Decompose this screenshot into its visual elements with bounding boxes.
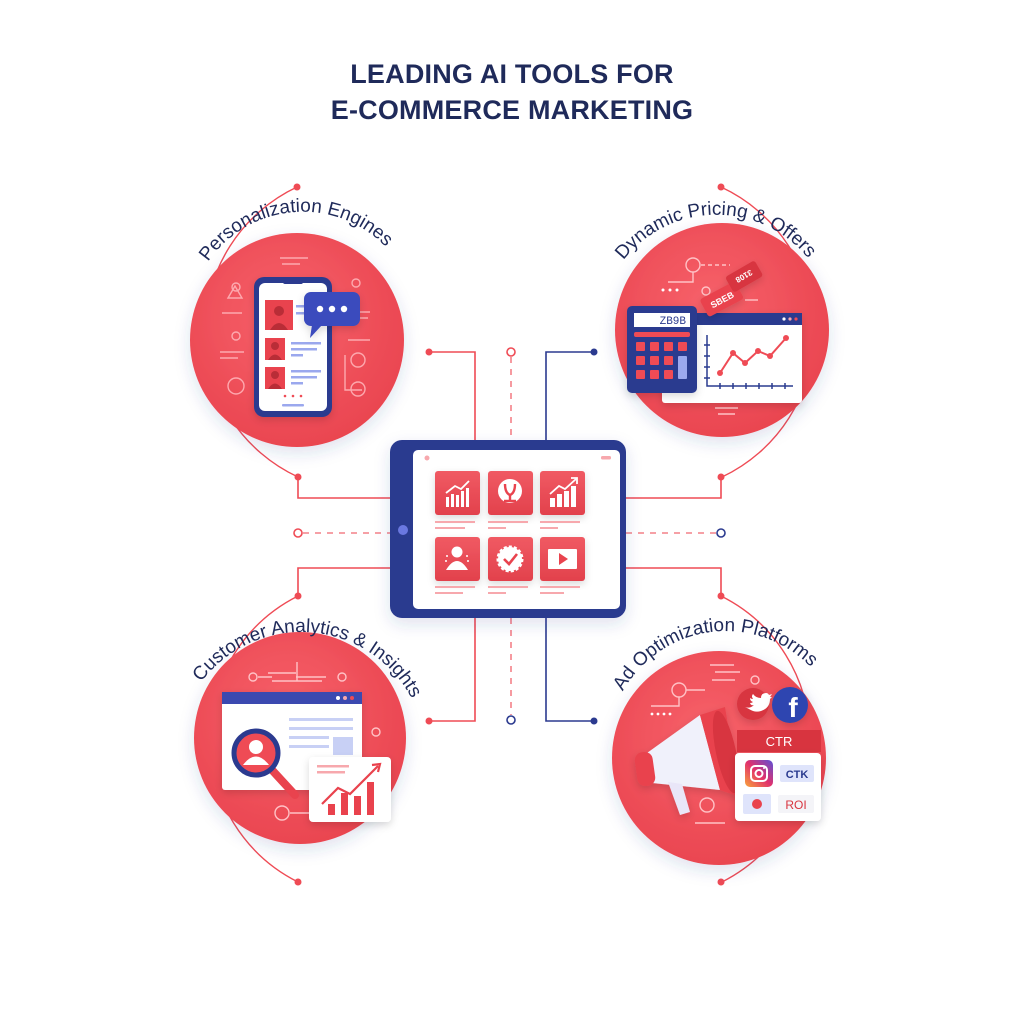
magnifier-user-icon — [231, 728, 299, 799]
svg-text:f: f — [788, 692, 798, 723]
price-tag-icon: SBEB 3108 — [700, 261, 763, 317]
hub-tile-verified[interactable] — [488, 537, 533, 594]
decor-lines — [248, 662, 381, 821]
hub-tile-user[interactable] — [435, 537, 480, 594]
hub-tile-bar-chart[interactable] — [435, 471, 480, 529]
bar-chart-icon — [446, 488, 469, 507]
chat-bubble-icon — [304, 292, 360, 338]
ctr-header: CTR — [737, 730, 821, 752]
title-line-1: LEADING AI TOOLS FOR — [350, 59, 674, 89]
megaphone-icon — [634, 707, 740, 815]
ctk-chip: CTK — [786, 769, 809, 781]
connector-lines — [293, 347, 726, 725]
hub-tile-video[interactable] — [540, 537, 585, 594]
twitter-icon — [737, 688, 772, 720]
location-pin-icon — [498, 479, 522, 503]
dots — [650, 712, 672, 716]
calculator-icon: ZB9B — [627, 306, 697, 393]
metrics-card: CTK ROI — [735, 753, 821, 821]
hub-tile-growth[interactable] — [540, 471, 585, 529]
hub-tablet[interactable] — [390, 440, 626, 618]
video-play-icon — [548, 549, 577, 569]
dots — [661, 288, 679, 292]
hub-tiles — [435, 471, 585, 594]
node-analytics[interactable]: Customer Analytics & Insights — [189, 616, 426, 844]
page-title: LEADING AI TOOLS FOR E-COMMERCE MARKETIN… — [0, 56, 1024, 128]
node-pricing[interactable]: Dynamic Pricing & Offers — [611, 199, 829, 437]
hub-tile-location[interactable] — [488, 471, 533, 529]
svg-text:CTR: CTR — [766, 734, 793, 749]
decor-lines — [668, 257, 758, 415]
facebook-icon: f — [772, 687, 808, 723]
bar-chart-card — [309, 757, 391, 822]
growth-chart-icon — [550, 486, 576, 507]
calculator-display: ZB9B — [660, 316, 687, 328]
user-icon — [445, 546, 469, 570]
node-ads[interactable]: Ad Optimization Platforms — [609, 615, 826, 865]
roi-chip: ROI — [785, 798, 806, 812]
node-personalization[interactable]: Personalization Engines — [190, 196, 404, 447]
title-line-2: E-COMMERCE MARKETING — [330, 95, 694, 125]
check-badge-icon — [496, 545, 524, 573]
tablet-home-button[interactable] — [398, 525, 408, 535]
instagram-icon — [745, 760, 773, 787]
decor-lines — [651, 664, 760, 824]
